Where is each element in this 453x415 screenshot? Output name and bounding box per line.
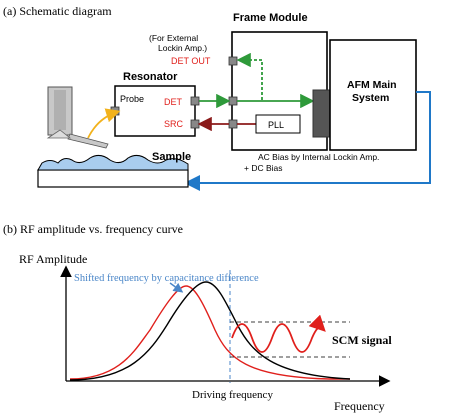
red-resonance-curve <box>69 285 350 380</box>
black-resonance-curve <box>69 281 351 381</box>
det-out-port <box>228 56 238 66</box>
scm-signal-label: SCM signal <box>332 333 392 347</box>
shift-arrow <box>169 282 184 293</box>
det-out-label: DET OUT <box>171 56 211 66</box>
sample-label: Sample <box>152 151 191 163</box>
det-label: DET <box>164 97 183 107</box>
resonator-det-port <box>190 96 200 106</box>
scm-sine-wave <box>231 314 326 353</box>
probe-tip <box>46 129 72 139</box>
sample-substrate <box>37 169 189 188</box>
det-out-dashed-arrow <box>236 52 263 100</box>
probe-holder-inner <box>54 90 66 130</box>
frame-det-port <box>228 96 238 106</box>
pll-box <box>255 114 301 134</box>
bias-line1: AC Bias by Internal Lockin Amp. <box>258 152 379 162</box>
probe-label: Probe <box>120 94 144 104</box>
xlabel: Frequency <box>334 399 385 413</box>
yellow-arrow <box>87 108 121 139</box>
bias-arrow <box>184 91 431 191</box>
src-label: SRC <box>164 119 184 129</box>
resonator-label: Resonator <box>123 71 178 83</box>
afm-main-box <box>329 39 417 151</box>
driving-frequency-label: Driving frequency <box>192 389 273 401</box>
afm-label-line2: System <box>352 92 389 104</box>
external-note-line2: Lockin Amp.) <box>158 43 207 53</box>
bias-line2: + DC Bias <box>244 163 283 173</box>
sample-surface <box>37 154 189 171</box>
afm-label-line1: AFM Main <box>347 79 397 91</box>
external-note-line1: (For External <box>149 33 198 43</box>
ylabel: RF Amplitude <box>19 252 87 266</box>
frame-module-label: Frame Module <box>233 12 308 24</box>
panel-b-caption: (b) RF amplitude vs. frequency curve <box>3 222 183 236</box>
shift-note: Shifted frequency by capacitance differe… <box>74 273 259 284</box>
pll-label: PLL <box>268 120 284 130</box>
panel-a-caption: (a) Schematic diagram <box>3 4 112 18</box>
resonator-box <box>114 85 196 137</box>
frame-src-port <box>228 119 238 129</box>
resonator-src-port <box>190 119 200 129</box>
